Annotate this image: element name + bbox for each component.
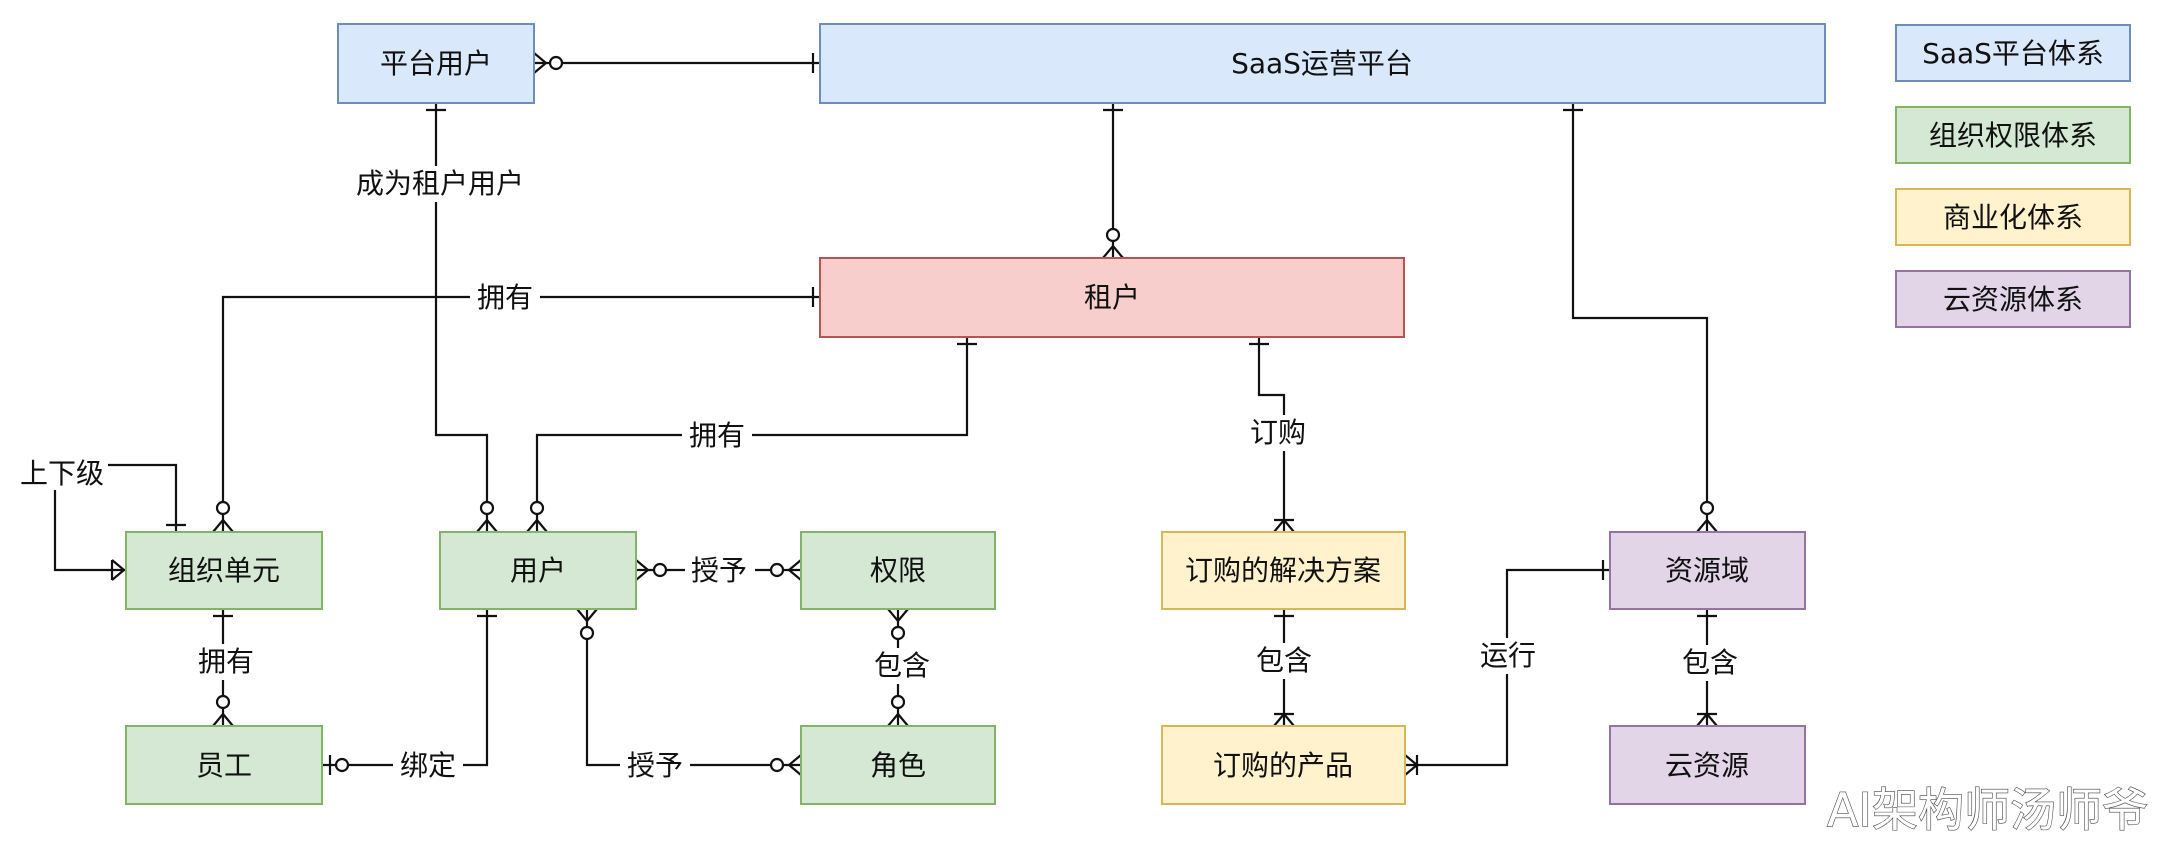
edge-label-tenant-owns-user: 拥有 bbox=[689, 419, 745, 452]
node-resource-domain[interactable]: 资源域 bbox=[1609, 531, 1806, 610]
legend: SaaS平台体系 组织权限体系 商业化体系 云资源体系 bbox=[1895, 24, 2131, 328]
edge-user-role: 授予 bbox=[576, 608, 802, 784]
edge-label-contains-resource: 包含 bbox=[1682, 646, 1738, 679]
legend-label: 云资源体系 bbox=[1943, 283, 2083, 316]
edge-label-runs: 运行 bbox=[1480, 639, 1536, 672]
node-label: 员工 bbox=[196, 749, 252, 782]
edge-org-unit-self: 上下级 bbox=[20, 457, 186, 581]
node-label: 订购的解决方案 bbox=[1185, 554, 1381, 587]
node-role[interactable]: 角色 bbox=[800, 725, 996, 805]
node-label: 租户 bbox=[1084, 281, 1140, 314]
node-label: 权限 bbox=[870, 554, 926, 587]
edge-saas-tenant bbox=[1102, 103, 1124, 259]
edge-user-permission: 授予 bbox=[635, 552, 802, 588]
node-org-unit[interactable]: 组织单元 bbox=[125, 531, 323, 610]
edge-label-grant-permission: 授予 bbox=[691, 554, 747, 587]
legend-label: 组织权限体系 bbox=[1929, 119, 2097, 152]
edge-solution-product: 包含 bbox=[1250, 609, 1320, 727]
node-tenant[interactable]: 租户 bbox=[819, 257, 1405, 338]
edge-label-bind: 绑定 bbox=[400, 749, 456, 782]
node-permission[interactable]: 权限 bbox=[800, 531, 996, 610]
edge-resource-domain-cloud: 包含 bbox=[1672, 609, 1742, 727]
node-label: 平台用户 bbox=[380, 47, 492, 80]
legend-label: SaaS平台体系 bbox=[1922, 37, 2104, 70]
node-user[interactable]: 用户 bbox=[439, 531, 637, 610]
edge-employee-user: 绑定 bbox=[322, 609, 497, 784]
edge-permission-role: 包含 bbox=[865, 608, 935, 727]
edge-label-org-owns-employee: 拥有 bbox=[198, 645, 254, 678]
node-label: 资源域 bbox=[1665, 554, 1749, 587]
edge-label-superior-subordinate: 上下级 bbox=[20, 457, 104, 490]
edge-tenant-org-unit: 拥有 bbox=[212, 280, 820, 533]
node-subscribed-solution[interactable]: 订购的解决方案 bbox=[1161, 531, 1406, 610]
edge-label-subscribe: 订购 bbox=[1250, 416, 1306, 449]
edge-tenant-solution: 订购 bbox=[1240, 337, 1312, 533]
node-platform-user[interactable]: 平台用户 bbox=[337, 23, 535, 104]
edge-platform-user-user: 成为租户用户 bbox=[348, 103, 534, 533]
legend-item-cloud: 云资源体系 bbox=[1895, 270, 2131, 328]
node-saas-platform[interactable]: SaaS运营平台 bbox=[819, 23, 1826, 104]
node-employee[interactable]: 员工 bbox=[125, 725, 323, 805]
node-label: 用户 bbox=[510, 554, 566, 587]
edge-label-become-tenant-user: 成为租户用户 bbox=[356, 167, 524, 200]
node-label: SaaS运营平台 bbox=[1231, 47, 1413, 80]
edge-org-unit-employee: 拥有 bbox=[188, 609, 258, 727]
legend-label: 商业化体系 bbox=[1943, 201, 2083, 234]
edge-product-resource-domain: 运行 bbox=[1404, 560, 1610, 776]
node-subscribed-product[interactable]: 订购的产品 bbox=[1161, 725, 1406, 805]
edge-label-contains-permission: 包含 bbox=[874, 649, 930, 682]
node-label: 云资源 bbox=[1665, 749, 1749, 782]
edge-label-grant-role: 授予 bbox=[627, 749, 683, 782]
edge-tenant-user: 拥有 bbox=[526, 337, 977, 533]
legend-item-commerce: 商业化体系 bbox=[1895, 188, 2131, 246]
legend-item-org: 组织权限体系 bbox=[1895, 106, 2131, 164]
edge-saas-resource-domain bbox=[1563, 103, 1718, 533]
edge-label-tenant-owns-org: 拥有 bbox=[477, 281, 533, 314]
legend-item-saas: SaaS平台体系 bbox=[1895, 24, 2131, 82]
node-label: 订购的产品 bbox=[1213, 749, 1353, 782]
watermark: AI架构师汤师爷 bbox=[1827, 783, 2148, 837]
edge-label-contains-product: 包含 bbox=[1256, 644, 1312, 677]
node-label: 角色 bbox=[870, 749, 926, 782]
edge-platform-user-saas bbox=[533, 52, 820, 74]
node-label: 组织单元 bbox=[168, 554, 280, 587]
node-cloud-resource[interactable]: 云资源 bbox=[1609, 725, 1806, 805]
